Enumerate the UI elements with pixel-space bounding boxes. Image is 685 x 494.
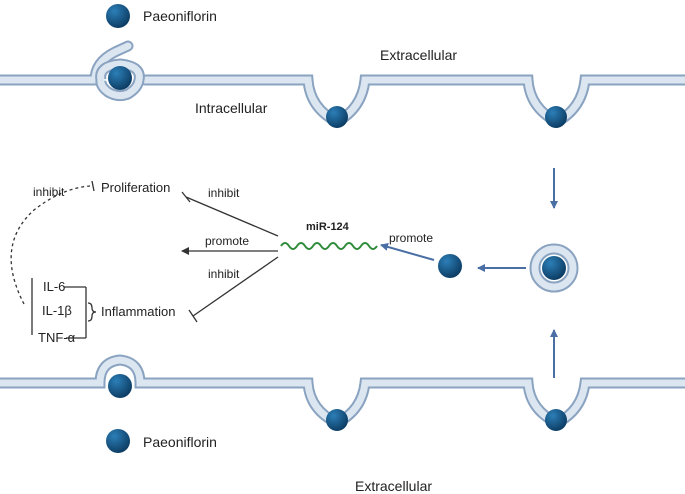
particle-top-left — [108, 66, 132, 90]
particle-top-free — [106, 4, 130, 28]
proliferation-label: Proliferation — [101, 180, 171, 195]
paeoniflorin-bottom-label: Paeoniflorin — [143, 434, 217, 450]
particle-released — [438, 254, 462, 278]
extracellular-bottom-label: Extracellular — [355, 478, 433, 494]
mirna-wave — [280, 242, 378, 250]
particle-bottom-free — [106, 429, 130, 453]
dotted-inhibit-bar — [91, 180, 95, 192]
tnfa-label: TNF-α — [38, 330, 76, 345]
il1b-label: IL-1β — [42, 303, 72, 318]
inhibit-proliferation-line — [185, 196, 279, 237]
promote-right-label: promote — [389, 231, 434, 245]
dotted-inhibit-arc — [10, 185, 91, 305]
promote-left-label: promote — [205, 234, 250, 248]
arrow-to-mirna — [380, 243, 435, 261]
transport-arrows — [380, 168, 558, 378]
particle-vesicle — [542, 256, 566, 280]
particle-top-right — [545, 106, 567, 128]
intracellular-label: Intracellular — [195, 100, 268, 116]
inflammation-label: Inflammation — [101, 304, 176, 319]
curly-brace — [87, 302, 97, 322]
particle-bottom-mid — [326, 409, 348, 431]
paeoniflorin-top-label: Paeoniflorin — [143, 8, 217, 24]
inhibit-inflammation-line — [192, 256, 279, 317]
mir124-label: miR-124 — [306, 221, 349, 233]
paeoniflorin-particles — [106, 4, 567, 453]
inhibit-upper-label: inhibit — [208, 186, 240, 200]
inhibit-proliferation-bar — [181, 191, 191, 203]
inhibit-inflammation-bar — [188, 309, 198, 323]
particle-bottom-right — [545, 409, 567, 431]
particle-bottom-left — [108, 374, 132, 398]
top-left-pocket — [95, 58, 145, 102]
inhibit-lower-label: inhibit — [208, 267, 240, 281]
top-membrane — [0, 40, 685, 129]
vesicle — [529, 243, 579, 293]
extracellular-top-label: Extracellular — [380, 47, 458, 63]
regulation-lines — [10, 180, 279, 339]
il6-label: IL-6 — [43, 279, 66, 294]
inhibit-left-label: inhibit — [33, 185, 65, 199]
particle-top-mid — [326, 106, 348, 128]
